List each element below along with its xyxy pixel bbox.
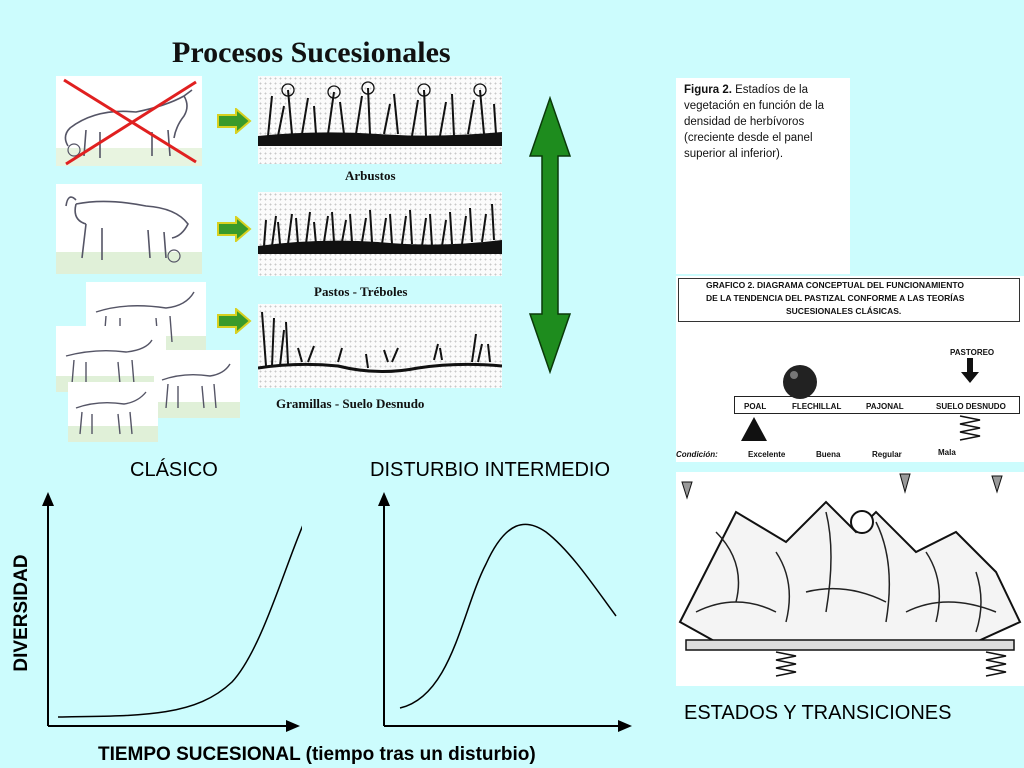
classic-x-arrowhead — [286, 720, 300, 732]
graph-title-estados: ESTADOS Y TRANSICIONES — [684, 702, 952, 724]
arrow-right-icon — [217, 216, 252, 242]
scale-label-suelo-desnudo: SUELO DESNUDO — [936, 402, 1006, 411]
grafico-line-3: SUCESIONALES CLÁSICAS. — [786, 306, 902, 316]
scale-label-flechillal: FLECHILLAL — [792, 402, 842, 411]
classic-diversity-curve — [57, 525, 302, 718]
arrow-right-icon — [217, 108, 252, 134]
stage-label-grass: Pastos - Tréboles — [314, 284, 408, 299]
cow-illustration-herd-3 — [154, 350, 240, 418]
cow-illustration-herd-4 — [68, 382, 158, 442]
fulcrum-icon — [741, 417, 767, 441]
pastoreo-label: PASTOREO — [950, 348, 995, 357]
down-arrow-icon — [961, 358, 979, 383]
cross-line-2 — [65, 80, 197, 166]
stage-label-bare-soil: Gramillas - Suelo Desnudo — [276, 396, 425, 411]
intermediate-diversity-curve — [399, 523, 617, 709]
grafico-line-1: GRAFICO 2. DIAGRAMA CONCEPTUAL DEL FUNCI… — [706, 280, 964, 290]
condition-regular: Regular — [872, 450, 902, 459]
condicion-label: Condición: — [676, 450, 718, 459]
cow-illustration-single — [56, 184, 202, 274]
y-axis-label: DIVERSIDAD — [11, 554, 32, 672]
intermediate-x-arrowhead — [618, 720, 632, 732]
figure-caption-text: Estadíos de la vegetación en función de … — [684, 84, 825, 160]
double-arrow-icon — [528, 96, 572, 374]
vegetation-shrubs-panel — [258, 76, 502, 164]
scale-bar — [734, 396, 1020, 414]
arrow-right-icon — [217, 308, 252, 334]
graph-title-clasico: CLÁSICO — [130, 459, 218, 481]
intermediate-y-arrowhead — [378, 492, 390, 506]
cross-line-1 — [63, 78, 197, 164]
classic-diversity-graph — [42, 492, 302, 732]
scale-label-poal: POAL — [744, 402, 767, 411]
vegetation-bare-soil-panel — [258, 304, 502, 388]
figure-caption: Figura 2. Estadíos de la vegetación en f… — [676, 78, 850, 274]
condition-mala: Mala — [938, 448, 956, 457]
condition-buena: Buena — [816, 450, 841, 459]
ball-icon — [783, 365, 817, 399]
condition-excelente: Excelente — [748, 450, 786, 459]
grafico-line-2: DE LA TENDENCIA DEL PASTIZAL CONFORME A … — [706, 293, 965, 303]
classic-y-arrowhead — [42, 492, 54, 506]
diagram-header-box — [678, 278, 1020, 322]
x-axis-label: TIEMPO SUCESIONAL (tiempo tras un distur… — [98, 744, 536, 765]
diagram-title: Procesos Sucesionales — [172, 36, 451, 69]
spring-icon — [959, 415, 981, 441]
stage-label-shrubs: Arbustos — [345, 168, 396, 183]
conceptual-diagram-panel: GRAFICO 2. DIAGRAMA CONCEPTUAL DEL FUNCI… — [676, 276, 1024, 462]
vegetation-grass-panel — [258, 192, 502, 276]
cow-illustration-crossed — [56, 76, 202, 166]
scale-label-pajonal: PAJONAL — [866, 402, 904, 411]
landscape-illustration — [676, 472, 1024, 686]
figure-caption-prefix: Figura 2. — [684, 84, 732, 96]
graph-title-disturbio: DISTURBIO INTERMEDIO — [370, 459, 611, 481]
intermediate-diversity-graph — [378, 492, 632, 732]
